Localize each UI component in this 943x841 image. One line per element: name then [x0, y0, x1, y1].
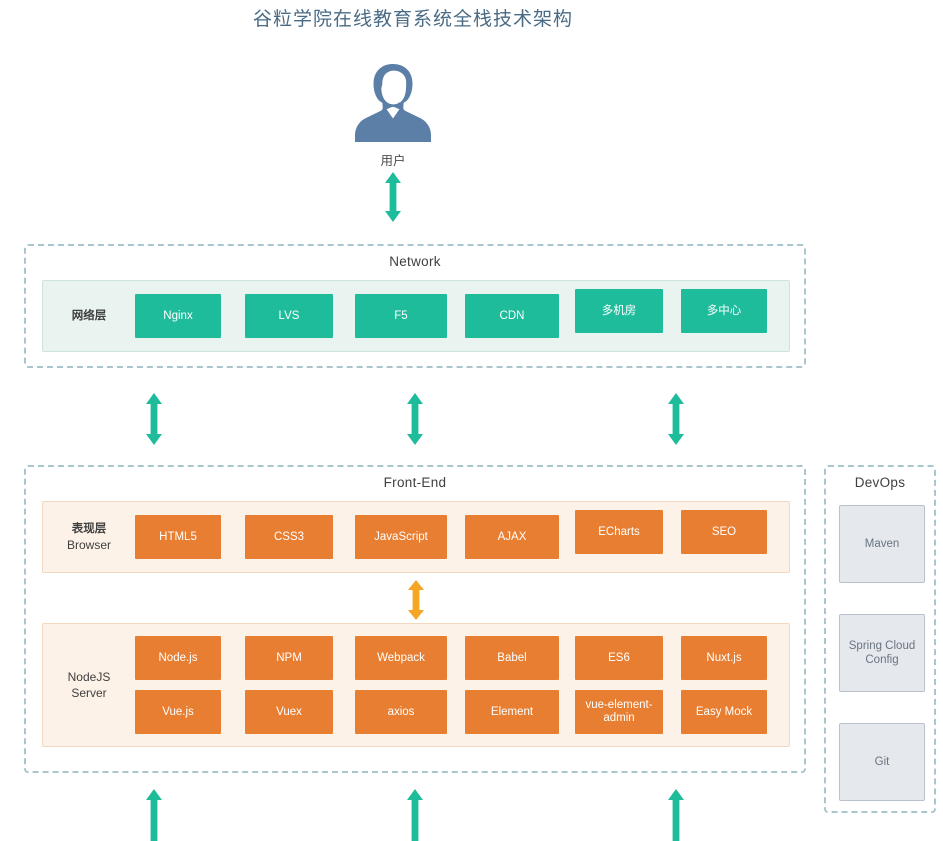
chip-webpack[interactable]: Webpack — [355, 636, 447, 680]
chip-cdn[interactable]: CDN — [465, 294, 559, 338]
chip-easy-mock[interactable]: Easy Mock — [681, 690, 767, 734]
chip-lvs[interactable]: LVS — [245, 294, 333, 338]
chip-duojifang[interactable]: 多机房 — [575, 289, 663, 333]
chip-duozhongxin[interactable]: 多中心 — [681, 289, 767, 333]
chip-javascript[interactable]: JavaScript — [355, 515, 447, 559]
nodejs-server-label: NodeJS Server — [43, 669, 135, 701]
nodejs-chip-row-2: Vue.js Vuex axios Element vue-element-ad… — [135, 690, 781, 734]
arrow-cell-right — [545, 393, 806, 445]
nodejs-server-panel: NodeJS Server Node.js NPM Webpack Babel … — [42, 623, 790, 747]
double-arrow-amber-icon — [408, 580, 424, 620]
double-arrow-green-icon — [667, 393, 684, 445]
user-label: 用户 — [380, 154, 406, 168]
section-frontend: Front-End 表现层 Browser HTML5 CSS3 JavaScr… — [24, 465, 806, 773]
chip-f5[interactable]: F5 — [355, 294, 447, 338]
arrow-cell — [42, 580, 790, 620]
chip-css3[interactable]: CSS3 — [245, 515, 333, 559]
devops-box-spring-cloud-config[interactable]: Spring Cloud Config — [839, 614, 925, 692]
browser-chip-list: HTML5 CSS3 JavaScript AJAX ECharts SEO — [135, 510, 789, 559]
chip-ajax[interactable]: AJAX — [465, 515, 559, 559]
nodejs-server-label-line2: Server — [71, 686, 107, 700]
section-devops: DevOps Maven Spring Cloud Config Git — [824, 465, 936, 813]
arrow-row-frontend-to-below — [24, 789, 806, 841]
arrow-row-user-to-network — [0, 172, 786, 222]
browser-chip-row: HTML5 CSS3 JavaScript AJAX ECharts SEO — [135, 510, 781, 559]
browser-layer-label-en: Browser — [66, 538, 111, 552]
up-arrow-green-icon — [667, 789, 684, 841]
chip-vuejs[interactable]: Vue.js — [135, 690, 221, 734]
chip-babel[interactable]: Babel — [465, 636, 559, 680]
browser-layer-label-cn: 表现层 — [71, 523, 107, 535]
network-layer-label-cn: 网络层 — [71, 310, 107, 322]
section-network-title: Network — [389, 254, 441, 269]
chip-seo[interactable]: SEO — [681, 510, 767, 554]
browser-layer-label: 表现层 Browser — [43, 521, 135, 553]
devops-box-git[interactable]: Git — [839, 723, 925, 801]
chip-html5[interactable]: HTML5 — [135, 515, 221, 559]
network-chip-row: Nginx LVS F5 CDN 多机房 多中心 — [135, 289, 781, 338]
arrow-cell-right — [545, 789, 806, 841]
arrow-cell-left — [24, 789, 285, 841]
network-layer-label: 网络层 — [43, 308, 135, 324]
page-title: 谷粒学院在线教育系统全栈技术架构 — [252, 9, 573, 30]
chip-nuxtjs[interactable]: Nuxt.js — [681, 636, 767, 680]
nodejs-chip-row-1: Node.js NPM Webpack Babel ES6 Nuxt.js — [135, 636, 781, 680]
chip-vuex[interactable]: Vuex — [245, 690, 333, 734]
network-chip-list: Nginx LVS F5 CDN 多机房 多中心 — [135, 289, 789, 338]
nodejs-chip-list: Node.js NPM Webpack Babel ES6 Nuxt.js Vu… — [135, 636, 789, 734]
section-network: Network 网络层 Nginx LVS F5 CDN 多机房 多中心 — [24, 244, 806, 368]
up-arrow-green-icon — [146, 789, 163, 841]
nodejs-server-label-line1: NodeJS — [67, 670, 111, 684]
up-arrow-green-icon — [407, 789, 423, 841]
chip-echarts[interactable]: ECharts — [575, 510, 663, 554]
browser-layer-panel: 表现层 Browser HTML5 CSS3 JavaScript AJAX E… — [42, 501, 790, 573]
network-layer-panel: 网络层 Nginx LVS F5 CDN 多机房 多中心 — [42, 280, 790, 352]
arrow-cell-center — [285, 789, 546, 841]
double-arrow-green-icon — [146, 393, 163, 445]
arrow-cell — [0, 172, 786, 222]
user-block: 用户 — [0, 62, 786, 169]
chip-vue-element-admin[interactable]: vue-element-admin — [575, 690, 663, 734]
chip-npm[interactable]: NPM — [245, 636, 333, 680]
chip-axios[interactable]: axios — [355, 690, 447, 734]
chip-nodejs[interactable]: Node.js — [135, 636, 221, 680]
double-arrow-green-icon — [407, 393, 423, 445]
devops-box-maven[interactable]: Maven — [839, 505, 925, 583]
chip-element[interactable]: Element — [465, 690, 559, 734]
section-devops-title: DevOps — [854, 475, 906, 490]
section-frontend-title: Front-End — [383, 475, 447, 490]
double-arrow-green-icon — [385, 172, 401, 222]
arrow-cell-left — [24, 393, 285, 445]
arrow-row-browser-to-nodejs — [42, 580, 790, 620]
arrow-cell-center — [285, 393, 546, 445]
chip-nginx[interactable]: Nginx — [135, 294, 221, 338]
chip-es6[interactable]: ES6 — [575, 636, 663, 680]
user-avatar-icon — [355, 64, 431, 142]
arrow-row-network-to-frontend — [24, 393, 806, 445]
